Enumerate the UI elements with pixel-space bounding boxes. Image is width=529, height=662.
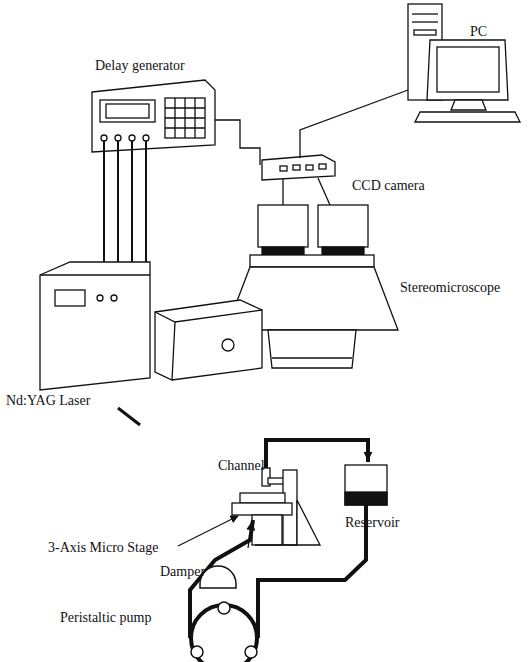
part-label: 3-Axis Micro Stage (48, 540, 158, 555)
part-label: Delay generator (95, 58, 185, 73)
peristaltic-pump (191, 602, 257, 662)
part-label: PC (470, 24, 487, 39)
camera-cable (282, 178, 283, 205)
laser-power-supply (155, 300, 262, 380)
camera-cable (318, 178, 330, 205)
ccd-camera (258, 205, 368, 255)
pc-cable (300, 90, 408, 158)
reservoir (345, 465, 387, 505)
part-label: CCD camera (352, 178, 425, 193)
part-label: Nd:YAG Laser (6, 393, 90, 408)
part-label: Damper (160, 564, 205, 579)
micro-stage (232, 468, 320, 545)
part-label: Stereomicroscope (400, 280, 500, 295)
flow-arrow (367, 440, 368, 460)
part-label: Reservoir (345, 515, 399, 530)
laser-beam (118, 408, 140, 425)
image-hub (262, 155, 335, 180)
trigger-cables (104, 141, 146, 270)
sync-cable (215, 120, 260, 165)
part-label: Channel (218, 458, 265, 473)
part-label: Peristaltic pump (60, 610, 151, 625)
laser-head (40, 262, 150, 390)
pc-monitor (415, 40, 520, 122)
delay-generator (92, 80, 215, 152)
damper (200, 566, 236, 588)
leader-line (178, 516, 238, 546)
flow-arrow (248, 522, 252, 548)
